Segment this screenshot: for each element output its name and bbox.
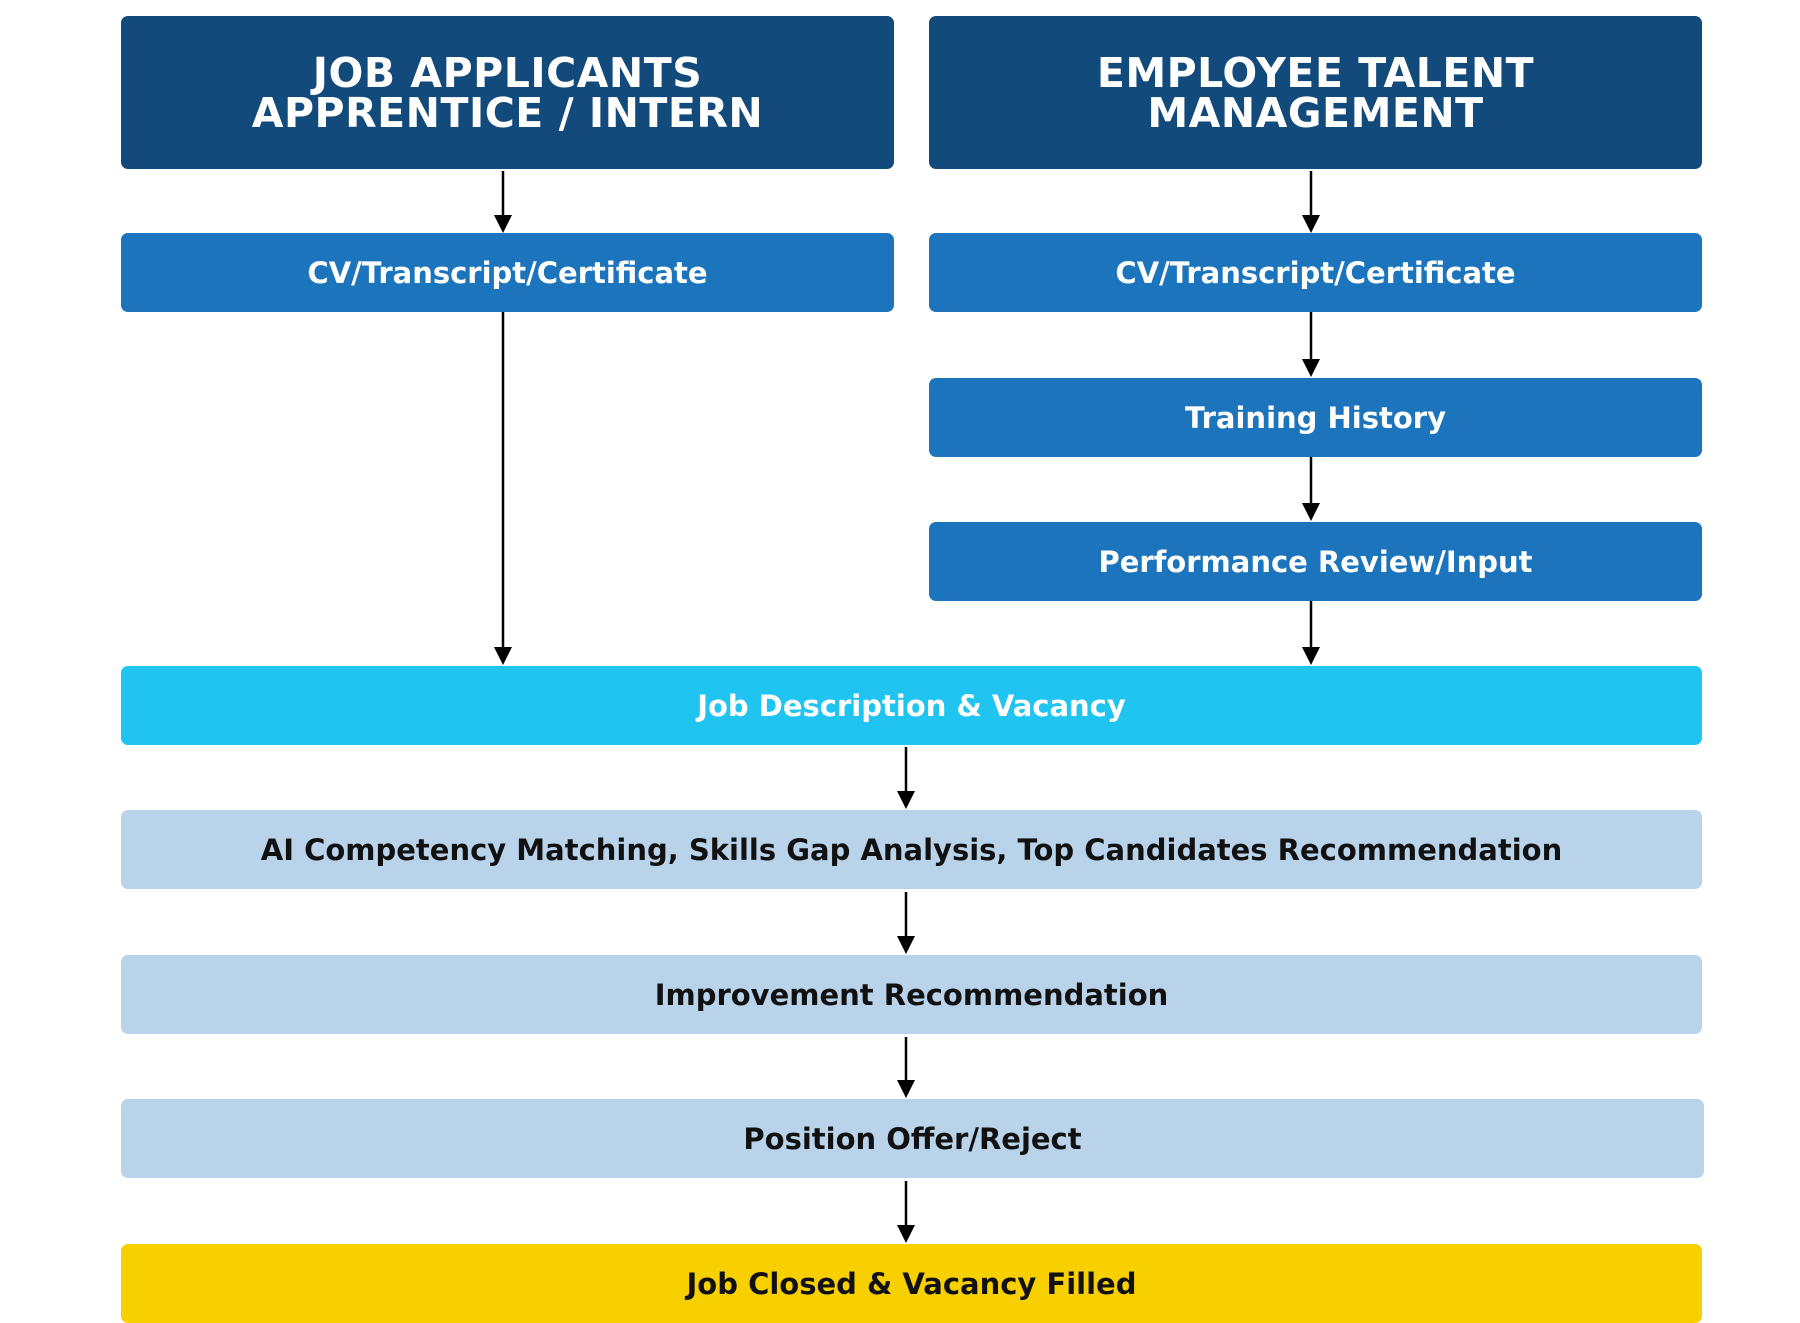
left-cv-label: CV/Transcript/Certificate (307, 255, 708, 290)
job-description-box: Job Description & Vacancy (121, 666, 1702, 745)
ai-matching-label: AI Competency Matching, Skills Gap Analy… (260, 832, 1563, 867)
arrowhead-cv-to-training (1302, 359, 1320, 377)
right-cv-label: CV/Transcript/Certificate (1115, 255, 1516, 290)
arrowhead-job-description-to-ai (897, 791, 915, 809)
arrowhead-performance-to-job-description (1302, 647, 1320, 665)
offer-box: Position Offer/Reject (121, 1099, 1704, 1178)
arrowhead-left-cv-to-job-description (494, 647, 512, 665)
arrowhead-improvement-to-offer (897, 1080, 915, 1098)
performance-review-label: Performance Review/Input (1098, 544, 1533, 579)
improvement-label: Improvement Recommendation (654, 977, 1169, 1012)
header-job-applicants: JOB APPLICANTS APPRENTICE / INTERN (121, 16, 894, 169)
header-employee-talent: EMPLOYEE TALENT MANAGEMENT (929, 16, 1702, 169)
training-history-label: Training History (1185, 400, 1446, 435)
right-cv-box: CV/Transcript/Certificate (929, 233, 1702, 312)
arrowhead-left-header-to-cv (494, 215, 512, 233)
job-description-label: Job Description & Vacancy (697, 688, 1126, 723)
header-job-applicants-line1: JOB APPLICANTS (312, 48, 703, 97)
left-cv-box: CV/Transcript/Certificate (121, 233, 894, 312)
header-employee-talent-line1: EMPLOYEE TALENT (1096, 48, 1535, 97)
arrowhead-training-to-performance (1302, 503, 1320, 521)
training-history-box: Training History (929, 378, 1702, 457)
improvement-box: Improvement Recommendation (121, 955, 1702, 1034)
arrowhead-ai-to-improvement (897, 936, 915, 954)
job-closed-label: Job Closed & Vacancy Filled (686, 1266, 1137, 1301)
job-closed-box: Job Closed & Vacancy Filled (121, 1244, 1702, 1323)
performance-review-box: Performance Review/Input (929, 522, 1702, 601)
ai-matching-box: AI Competency Matching, Skills Gap Analy… (121, 810, 1702, 889)
arrowhead-right-header-to-cv (1302, 215, 1320, 233)
header-employee-talent-line2: MANAGEMENT (1147, 88, 1484, 137)
header-job-applicants-line2: APPRENTICE / INTERN (251, 88, 764, 137)
arrowhead-offer-to-closed (897, 1225, 915, 1243)
offer-label: Position Offer/Reject (743, 1121, 1082, 1156)
